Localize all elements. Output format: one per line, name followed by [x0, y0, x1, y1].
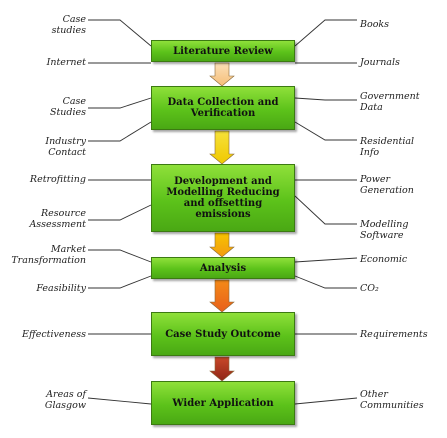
- stage-development-modelling: Development and Modelling Reducing and o…: [151, 164, 295, 232]
- stage-analysis: Analysis: [151, 257, 295, 279]
- side-label-feasibility: Feasibility: [36, 283, 86, 294]
- connector-residential-info: [294, 121, 357, 141]
- connector-books: [294, 19, 357, 47]
- arrow-down-icon: [209, 232, 235, 258]
- side-label-areas-of-glasgow: Areas of Glasgow: [44, 389, 86, 411]
- arrow-down-icon: [209, 356, 235, 382]
- side-label-government-data: Government Data: [360, 91, 420, 113]
- side-label-market-transformation: Market Transformation: [11, 244, 86, 266]
- side-label-internet: Internet: [46, 57, 86, 68]
- side-label-case-studies-2: Case Studies: [49, 96, 86, 118]
- stage-case-study-outcome: Case Study Outcome: [151, 312, 295, 356]
- arrow-down-icon: [209, 279, 235, 313]
- connector-industry-contact: [88, 121, 152, 142]
- connector-feasibility: [88, 275, 152, 289]
- connector-case-studies-2: [88, 97, 152, 109]
- stage-data-collection: Data Collection and Verification: [151, 86, 295, 130]
- side-label-journals: Journals: [360, 57, 400, 68]
- side-label-case-studies: Case studies: [51, 14, 86, 36]
- connector-government-data: [294, 97, 357, 101]
- stage-literature-review: Literature Review: [151, 40, 295, 62]
- arrow-down-icon: [209, 62, 235, 87]
- side-label-residential-info: Residential Info: [360, 136, 415, 158]
- connector-case-studies: [88, 19, 152, 47]
- side-label-modelling-software: Modelling Software: [360, 219, 409, 241]
- side-label-requirements: Requirements: [360, 329, 428, 340]
- side-label-economic: Economic: [360, 254, 408, 265]
- stage-wider-application: Wider Application: [151, 381, 295, 425]
- side-label-books: Books: [360, 19, 390, 30]
- connector-areas-of-glasgow: [87, 397, 152, 405]
- connector-market-transformation: [88, 249, 152, 263]
- side-label-retrofitting: Retrofitting: [29, 174, 86, 185]
- side-label-power-generation: Power Generation: [360, 174, 414, 196]
- connector-modelling-software: [294, 195, 357, 225]
- connector-resource-assessment: [88, 204, 152, 221]
- side-label-resource-assessment: Resource Assessment: [29, 208, 86, 230]
- side-label-industry-contact: Industry Contact: [45, 136, 86, 158]
- side-label-effectiveness: Effectiveness: [22, 329, 86, 340]
- side-label-co2: CO₂: [360, 283, 379, 294]
- side-label-other-communities: Other Communities: [360, 389, 424, 411]
- connector-other-communities: [294, 397, 358, 405]
- connector-co2: [294, 275, 357, 289]
- connector-economic: [294, 257, 358, 263]
- arrow-down-icon: [209, 130, 235, 165]
